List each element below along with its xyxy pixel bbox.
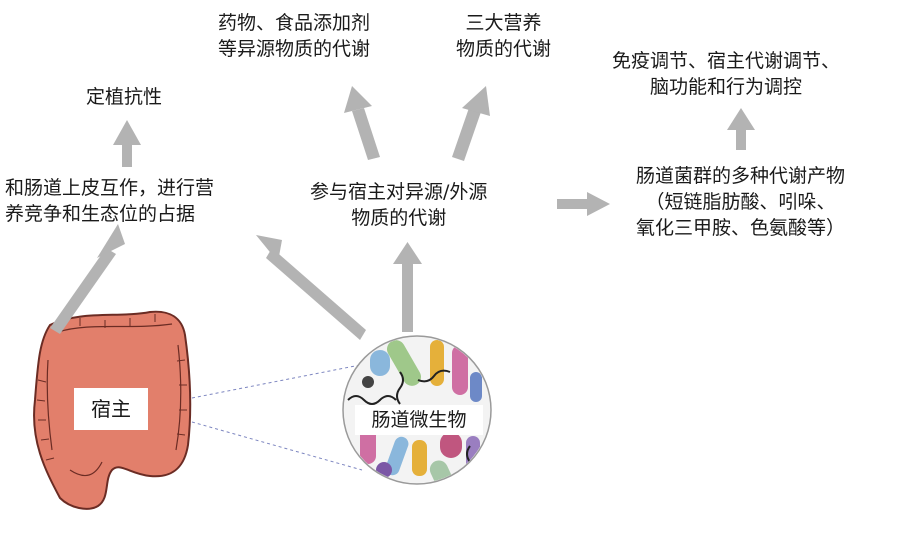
arrow-intestine-to-epithelial	[50, 224, 125, 334]
dotted-connector-upper	[191, 364, 361, 399]
arrow-to-drug	[344, 86, 380, 160]
arrow-to-nutrients	[452, 86, 490, 161]
label-microbial-metabolites: 肠道菌群的多种代谢产物 （短链脂肪酸、吲哚、 氧化三甲胺、色氨酸等）	[636, 165, 846, 239]
label-colonization-resistance: 定植抗性	[86, 86, 163, 108]
arrow-to-colonization	[113, 120, 141, 167]
label-nutrient-metabolism: 三大营养 物质的代谢	[456, 12, 552, 60]
host-label: 宿主	[74, 388, 148, 430]
arrow-to-immune	[727, 108, 755, 150]
label-host-xenobiotic-metabolism: 参与宿主对异源/外源 物质的代谢	[310, 181, 488, 229]
label-immune-regulation: 免疫调节、宿主代谢调节、 脑功能和行为调控	[612, 50, 841, 98]
label-epithelial-interaction: 和肠道上皮互作，进行营 养竞争和生态位的占据	[5, 177, 215, 225]
arrow-to-metabolites	[557, 192, 610, 216]
gut-microbiota-label: 肠道微生物	[355, 405, 483, 435]
arrow-microbiota-to-epithelial	[256, 235, 366, 340]
label-drug-metabolism: 药物、食品添加剂 等异源物质的代谢	[218, 12, 371, 60]
dotted-connector-lower	[191, 421, 363, 471]
arrows	[50, 86, 755, 340]
arrow-microbiota-to-participate	[393, 242, 422, 332]
